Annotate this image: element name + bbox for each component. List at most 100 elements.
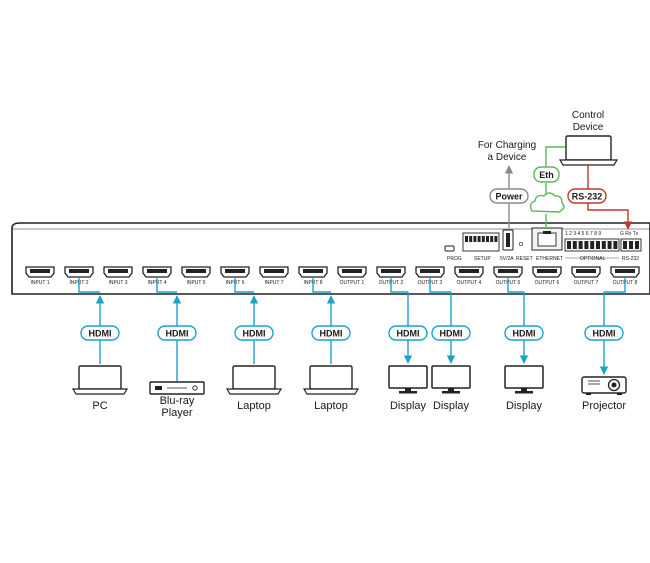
reset-label: RESET bbox=[516, 256, 533, 262]
prog-port[interactable] bbox=[444, 245, 455, 252]
laptop-icon bbox=[225, 365, 283, 395]
hdmi-port-15[interactable] bbox=[571, 266, 601, 278]
hdmi-port-8[interactable] bbox=[298, 266, 328, 278]
eth-line-upper bbox=[545, 146, 565, 167]
gnd-rx-tx-label: G Rx Tx bbox=[620, 231, 639, 237]
hdmi-port-6[interactable] bbox=[220, 266, 250, 278]
control-label-line1: Control bbox=[572, 110, 604, 121]
hdmi-badge: HDMI bbox=[80, 325, 120, 341]
hdmi-badge: HDMI bbox=[311, 325, 351, 341]
ethernet-port[interactable] bbox=[531, 227, 563, 251]
svg-text:HDMI: HDMI bbox=[440, 329, 463, 339]
rs232-line bbox=[587, 165, 633, 230]
device-label: Display bbox=[390, 400, 427, 412]
hdmi-port-2[interactable] bbox=[64, 266, 94, 278]
hdmi-badge: HDMI bbox=[234, 325, 274, 341]
optional-label: OPTIONAL bbox=[580, 256, 606, 262]
hdmi-connections: HDMIPCHDMIBlu-rayPlayerHDMILaptopHDMILap… bbox=[71, 278, 627, 419]
ethernet-label: ETHERNET bbox=[536, 256, 563, 262]
terminal-slot bbox=[578, 241, 583, 249]
svg-text:HDMI: HDMI bbox=[243, 329, 266, 339]
device-label-line2: Player bbox=[161, 407, 193, 419]
display-icon bbox=[431, 365, 471, 394]
dip-switch[interactable] bbox=[477, 236, 481, 242]
usb-charging-port[interactable] bbox=[502, 229, 514, 251]
dip-switch[interactable] bbox=[490, 236, 494, 242]
port-label-14: OUTPUT 6 bbox=[535, 280, 560, 286]
svg-text:HDMI: HDMI bbox=[166, 329, 189, 339]
terminal-numbers: 1 2 3 4 5 6 7 8 9 bbox=[565, 231, 601, 237]
hdmi-port-10[interactable] bbox=[376, 266, 406, 278]
hdmi-connection-5: HDMI Display bbox=[388, 278, 428, 412]
hdmi-port-5[interactable] bbox=[181, 266, 211, 278]
network-cloud-icon bbox=[529, 192, 565, 213]
hdmi-port-1[interactable] bbox=[25, 266, 55, 278]
terminal-slot bbox=[607, 241, 612, 249]
svg-text:Eth: Eth bbox=[539, 170, 554, 180]
svg-text:Power: Power bbox=[495, 192, 523, 202]
device-label: Projector bbox=[582, 400, 626, 412]
dip-switch[interactable] bbox=[465, 236, 468, 242]
terminal-slot bbox=[590, 241, 595, 249]
hdmi-port-9[interactable] bbox=[337, 266, 367, 278]
terminal-slot bbox=[601, 241, 606, 249]
hdmi-badge: HDMI bbox=[388, 325, 428, 341]
control-device-laptop-icon bbox=[558, 135, 619, 166]
device-label: Display bbox=[506, 400, 543, 412]
port-label-7: INPUT 7 bbox=[264, 280, 283, 286]
dip-switch[interactable] bbox=[469, 236, 473, 242]
hdmi-badge: HDMI bbox=[157, 325, 197, 341]
hdmi-port-3[interactable] bbox=[103, 266, 133, 278]
eth-badge: Eth bbox=[533, 166, 560, 183]
charging-label-line2: a Device bbox=[488, 152, 527, 163]
hdmi-connection-8: HDMI Projector bbox=[581, 278, 627, 412]
hdmi-port-7[interactable] bbox=[259, 266, 289, 278]
hdmi-connection-7: HDMI Display bbox=[504, 278, 544, 412]
projector-icon bbox=[581, 376, 627, 395]
hdmi-badge: HDMI bbox=[431, 325, 471, 341]
dip-switch[interactable] bbox=[473, 236, 477, 242]
laptop-icon bbox=[71, 365, 129, 395]
terminal-slot bbox=[572, 241, 577, 249]
terminal-slot bbox=[613, 241, 618, 249]
port-label-15: OUTPUT 7 bbox=[574, 280, 599, 286]
rs232-terminal[interactable] bbox=[620, 238, 642, 252]
svg-text:HDMI: HDMI bbox=[320, 329, 343, 339]
charging-label-line1: For Charging bbox=[478, 140, 536, 151]
setup-label: SETUP bbox=[474, 256, 491, 262]
port-label-9: OUTPUT 1 bbox=[340, 280, 365, 286]
hdmi-port-14[interactable] bbox=[532, 266, 562, 278]
hdmi-port-11[interactable] bbox=[415, 266, 445, 278]
svg-text:HDMI: HDMI bbox=[89, 329, 112, 339]
control-label-line2: Device bbox=[573, 122, 604, 133]
device-label: Laptop bbox=[314, 400, 348, 412]
dip-switch[interactable] bbox=[481, 236, 485, 242]
reset-button[interactable] bbox=[518, 241, 524, 247]
hdmi-port-13[interactable] bbox=[493, 266, 523, 278]
rs232-port-label: RS-232 bbox=[622, 256, 639, 262]
terminal-slot bbox=[584, 241, 589, 249]
setup-dip-switch[interactable] bbox=[462, 232, 500, 252]
svg-text:HDMI: HDMI bbox=[593, 329, 616, 339]
display-icon bbox=[388, 365, 428, 394]
hdmi-port-12[interactable] bbox=[454, 266, 484, 278]
device-label-line1: Blu-ray bbox=[160, 395, 195, 407]
bluray-player-icon bbox=[149, 381, 205, 395]
prog-label: PROG bbox=[447, 256, 462, 262]
hdmi-port-4[interactable] bbox=[142, 266, 172, 278]
port-label-12: OUTPUT 4 bbox=[457, 280, 482, 286]
optional-terminal-block[interactable] bbox=[564, 238, 620, 252]
hdmi-port-16[interactable] bbox=[610, 266, 640, 278]
svg-text:RS-232: RS-232 bbox=[572, 192, 603, 202]
dip-switch[interactable] bbox=[494, 236, 498, 242]
usb-label: 5V/2A bbox=[500, 256, 514, 262]
hdmi-badge: HDMI bbox=[504, 325, 544, 341]
power-badge: Power bbox=[489, 188, 529, 204]
port-label-3: INPUT 3 bbox=[108, 280, 127, 286]
dip-switch[interactable] bbox=[486, 236, 489, 242]
